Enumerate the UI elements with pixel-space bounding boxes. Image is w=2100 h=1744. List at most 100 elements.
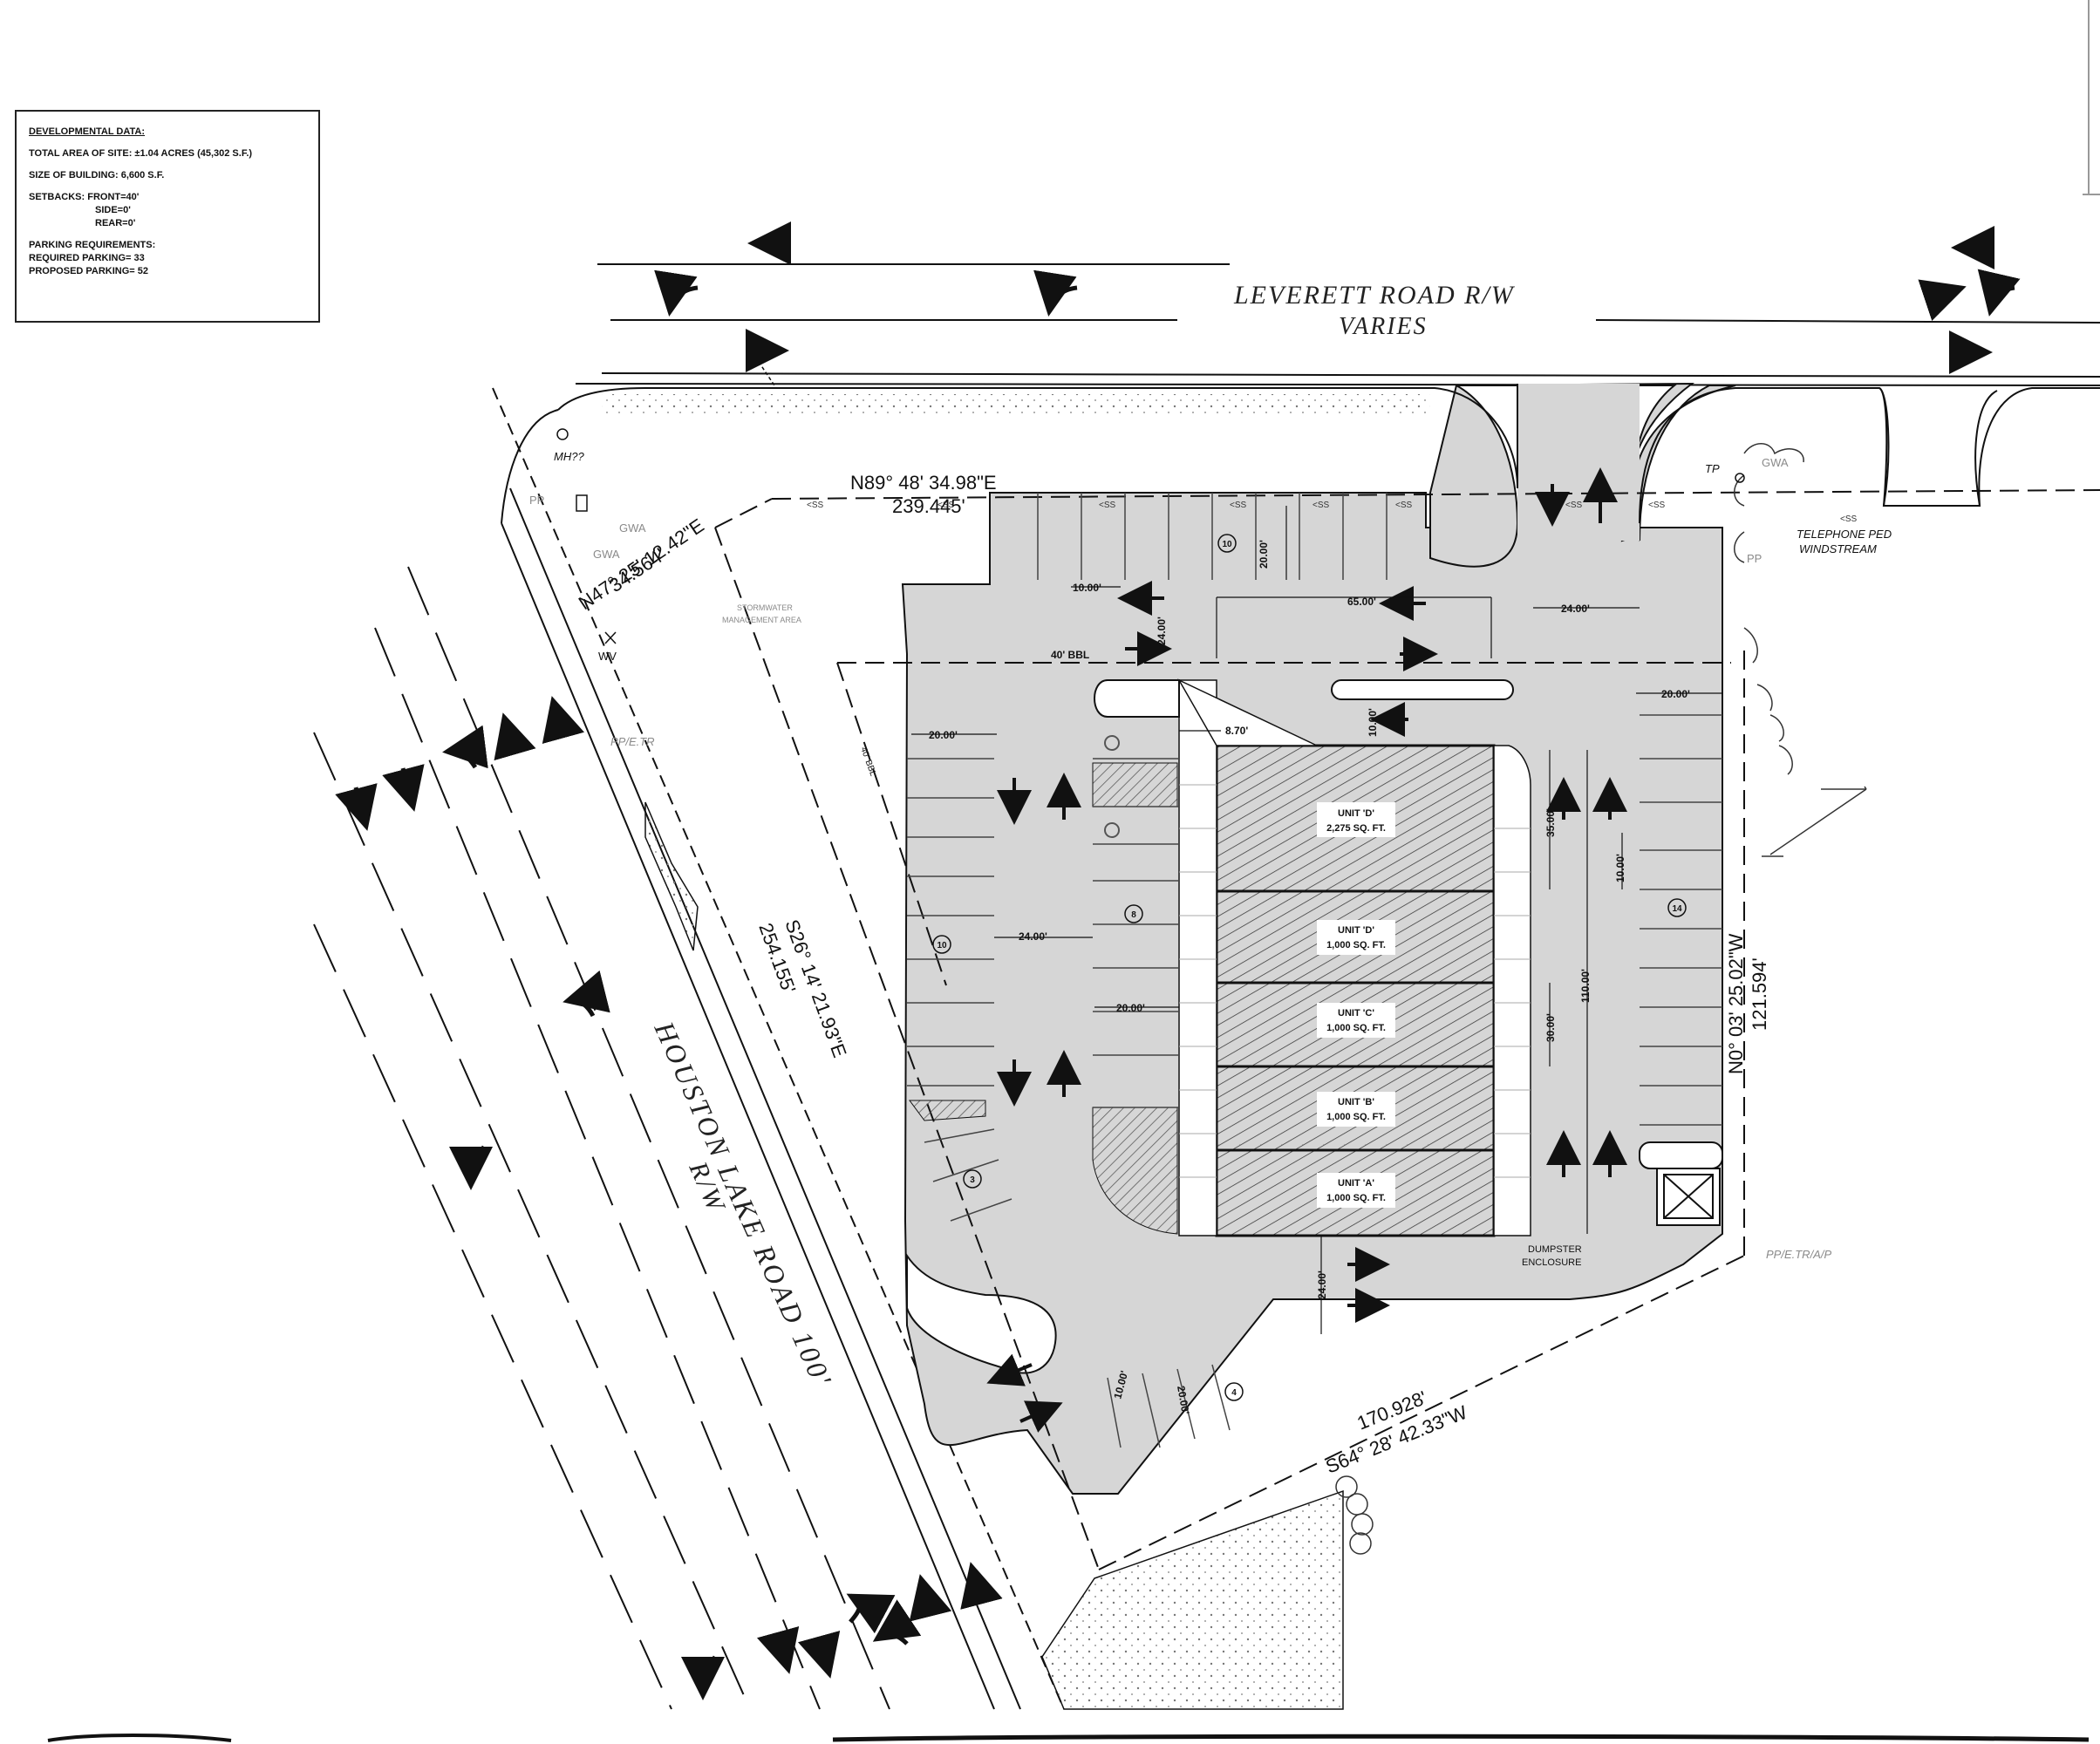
- entrance-drive-east: [1631, 385, 1736, 542]
- dim-20-west: 20.00': [929, 729, 958, 741]
- stall-count-center: 8: [1131, 910, 1136, 920]
- leverett-road-width: VARIES: [1339, 313, 1428, 340]
- dim-110: 110.00': [1579, 969, 1592, 1003]
- east-distance: 121.594': [1749, 957, 1770, 1031]
- tree-line: [1335, 443, 1867, 1555]
- unit-labels: UNIT 'D' 2,275 SQ. FT. UNIT 'D' 1,000 SQ…: [1317, 802, 1395, 1208]
- unit-c-area: 1,000 SQ. FT.: [1326, 1023, 1386, 1033]
- accessible-aisle-2: [1092, 1107, 1178, 1235]
- unit-d-large-name: UNIT 'D': [1338, 808, 1374, 819]
- svg-text:<SS: <SS: [1648, 501, 1666, 510]
- dimension-lines: [911, 506, 1722, 1334]
- total-area-text: TOTAL AREA OF SITE: ±1.04 ACRES (45,302 …: [29, 148, 253, 159]
- north-distance: 239.445': [892, 495, 965, 517]
- property-lines: [714, 489, 2100, 1570]
- pp-etr-label: PP/E.TR: [610, 735, 655, 748]
- telephone-pole-label: TP: [1705, 462, 1720, 475]
- island-east-bottom: [1639, 1141, 1723, 1169]
- leverett-curb-line: [501, 387, 2100, 524]
- dim-35: 35.00': [1544, 808, 1557, 837]
- setback-rear-text: REAR=0': [95, 218, 136, 228]
- north-bearing: N89° 48' 34.98"E: [850, 472, 997, 494]
- entrance-drive: [1429, 384, 1519, 568]
- power-pole-right-label: PP: [1747, 552, 1762, 565]
- parking-stalls: [907, 493, 1722, 1448]
- stormwater-label-2: MANAGEMENT AREA: [722, 616, 801, 624]
- walk-grid: [1179, 784, 1531, 1178]
- leverett-road-label: LEVERETT ROAD R/W: [1233, 281, 1516, 310]
- dim-65: 65.00': [1347, 596, 1376, 608]
- dim-20-east: 20.00': [1661, 688, 1690, 700]
- parking-proposed-text: PROPOSED PARKING= 52: [29, 266, 149, 276]
- stall-count-markers: 10 8 10 14 3 4: [932, 534, 1687, 1401]
- unit-d-large-area: 2,275 SQ. FT.: [1326, 823, 1386, 834]
- dim-20-center: 20.00': [1116, 1002, 1145, 1014]
- svg-text:<SS: <SS: [1099, 501, 1116, 510]
- median-island-north: [1331, 679, 1514, 700]
- utility-pole-symbols: [556, 361, 1745, 644]
- dim-24-south: 24.00': [1316, 1271, 1328, 1299]
- setback-label: 40' BBL: [858, 746, 877, 778]
- dim-10-walk: 10.00': [1367, 708, 1379, 737]
- dim-20-south: 20.00': [1175, 1385, 1192, 1415]
- unit-b-area: 1,000 SQ. FT.: [1326, 1112, 1386, 1122]
- dim-24-east: 24.00': [1561, 603, 1590, 615]
- accessible-parking-icon: [1104, 735, 1120, 838]
- unit-d-area: 1,000 SQ. FT.: [1326, 940, 1386, 950]
- setback-front-text: SETBACKS: FRONT=40': [29, 192, 140, 202]
- stall-count-southwest: 3: [970, 1175, 975, 1185]
- developmental-data-box: DEVELOPMENTAL DATA: TOTAL AREA OF SITE: …: [15, 110, 320, 323]
- water-valve-label: WV: [598, 650, 617, 663]
- svg-text:<SS: <SS: [938, 501, 955, 510]
- stall-count-north: 10: [1222, 540, 1232, 549]
- median-island-west: [1094, 679, 1180, 718]
- setback-side-text: SIDE=0': [95, 205, 131, 215]
- east-drive-lane: [1517, 384, 1640, 541]
- parking-required-text: REQUIRED PARKING= 33: [29, 253, 145, 263]
- dumpster-label-1: DUMPSTER: [1528, 1244, 1582, 1255]
- dim-870: 8.70': [1225, 725, 1248, 737]
- sewer-labels: <SS<SS <SS<SS <SS<SS <SS<SS <SS: [807, 501, 1858, 524]
- telephone-ped-label: TELEPHONE PED: [1797, 528, 1892, 541]
- dim-10-north: 10.00': [1073, 582, 1101, 594]
- dim-30: 30.00': [1544, 1013, 1557, 1042]
- sheet-bottom-border: [832, 1734, 2090, 1742]
- stall-count-west: 10: [937, 941, 947, 950]
- svg-text:<SS: <SS: [807, 501, 824, 510]
- parking-title-text: PARKING REQUIREMENTS:: [29, 240, 156, 250]
- building: [1177, 678, 1531, 1237]
- west-landscape-island: [906, 1252, 1057, 1374]
- svg-text:<SS: <SS: [1230, 501, 1247, 510]
- unit-a-area: 1,000 SQ. FT.: [1326, 1193, 1386, 1203]
- stall-count-east: 14: [1672, 904, 1682, 914]
- dimension-labels: 10.00' 20.00' 65.00' 24.00' 24.00' 40' B…: [929, 540, 1690, 1415]
- svg-text:<SS: <SS: [1395, 501, 1413, 510]
- pp-etr-ap-label: PP/E.TR/A/P: [1766, 1248, 1831, 1261]
- unit-b-name: UNIT 'B': [1338, 1097, 1374, 1107]
- dim-40-bbl: 40' BBL: [1051, 649, 1089, 661]
- power-pole-label: PP: [529, 494, 544, 507]
- leverett-traffic-arrows: [654, 221, 2021, 374]
- unit-d-name: UNIT 'D': [1338, 925, 1374, 936]
- accessible-aisle-1: [1092, 762, 1178, 807]
- stall-count-south: 4: [1231, 1388, 1237, 1398]
- houston-lake-road: [313, 387, 1065, 1710]
- landscape-strip-north: [602, 394, 1430, 413]
- houston-traffic-arrows: [335, 696, 1003, 1700]
- stormwater-label-1: STORMWATER: [737, 603, 793, 612]
- east-bearing: N0° 03' 25.02"W: [1725, 933, 1747, 1074]
- guy-wire-label-1: GWA: [619, 521, 646, 535]
- svg-text:<SS: <SS: [1840, 514, 1858, 524]
- manhole-label: MH??: [554, 450, 584, 463]
- dim-20-north: 20.00': [1258, 540, 1270, 569]
- dev-data-title: DEVELOPMENTAL DATA:: [29, 126, 146, 137]
- landscape-strip-south: [1041, 1489, 1344, 1710]
- unit-c-name: UNIT 'C': [1338, 1008, 1374, 1018]
- building-size-text: SIZE OF BUILDING: 6,600 S.F.: [29, 170, 165, 181]
- dim-24-west: 24.00': [1019, 930, 1047, 943]
- aisle-arrows: [986, 467, 1627, 1433]
- dumpster-enclosure-symbol: [1656, 1168, 1721, 1226]
- guy-wire-label-3: GWA: [1762, 456, 1789, 469]
- guy-wire-label-2: GWA: [593, 548, 620, 561]
